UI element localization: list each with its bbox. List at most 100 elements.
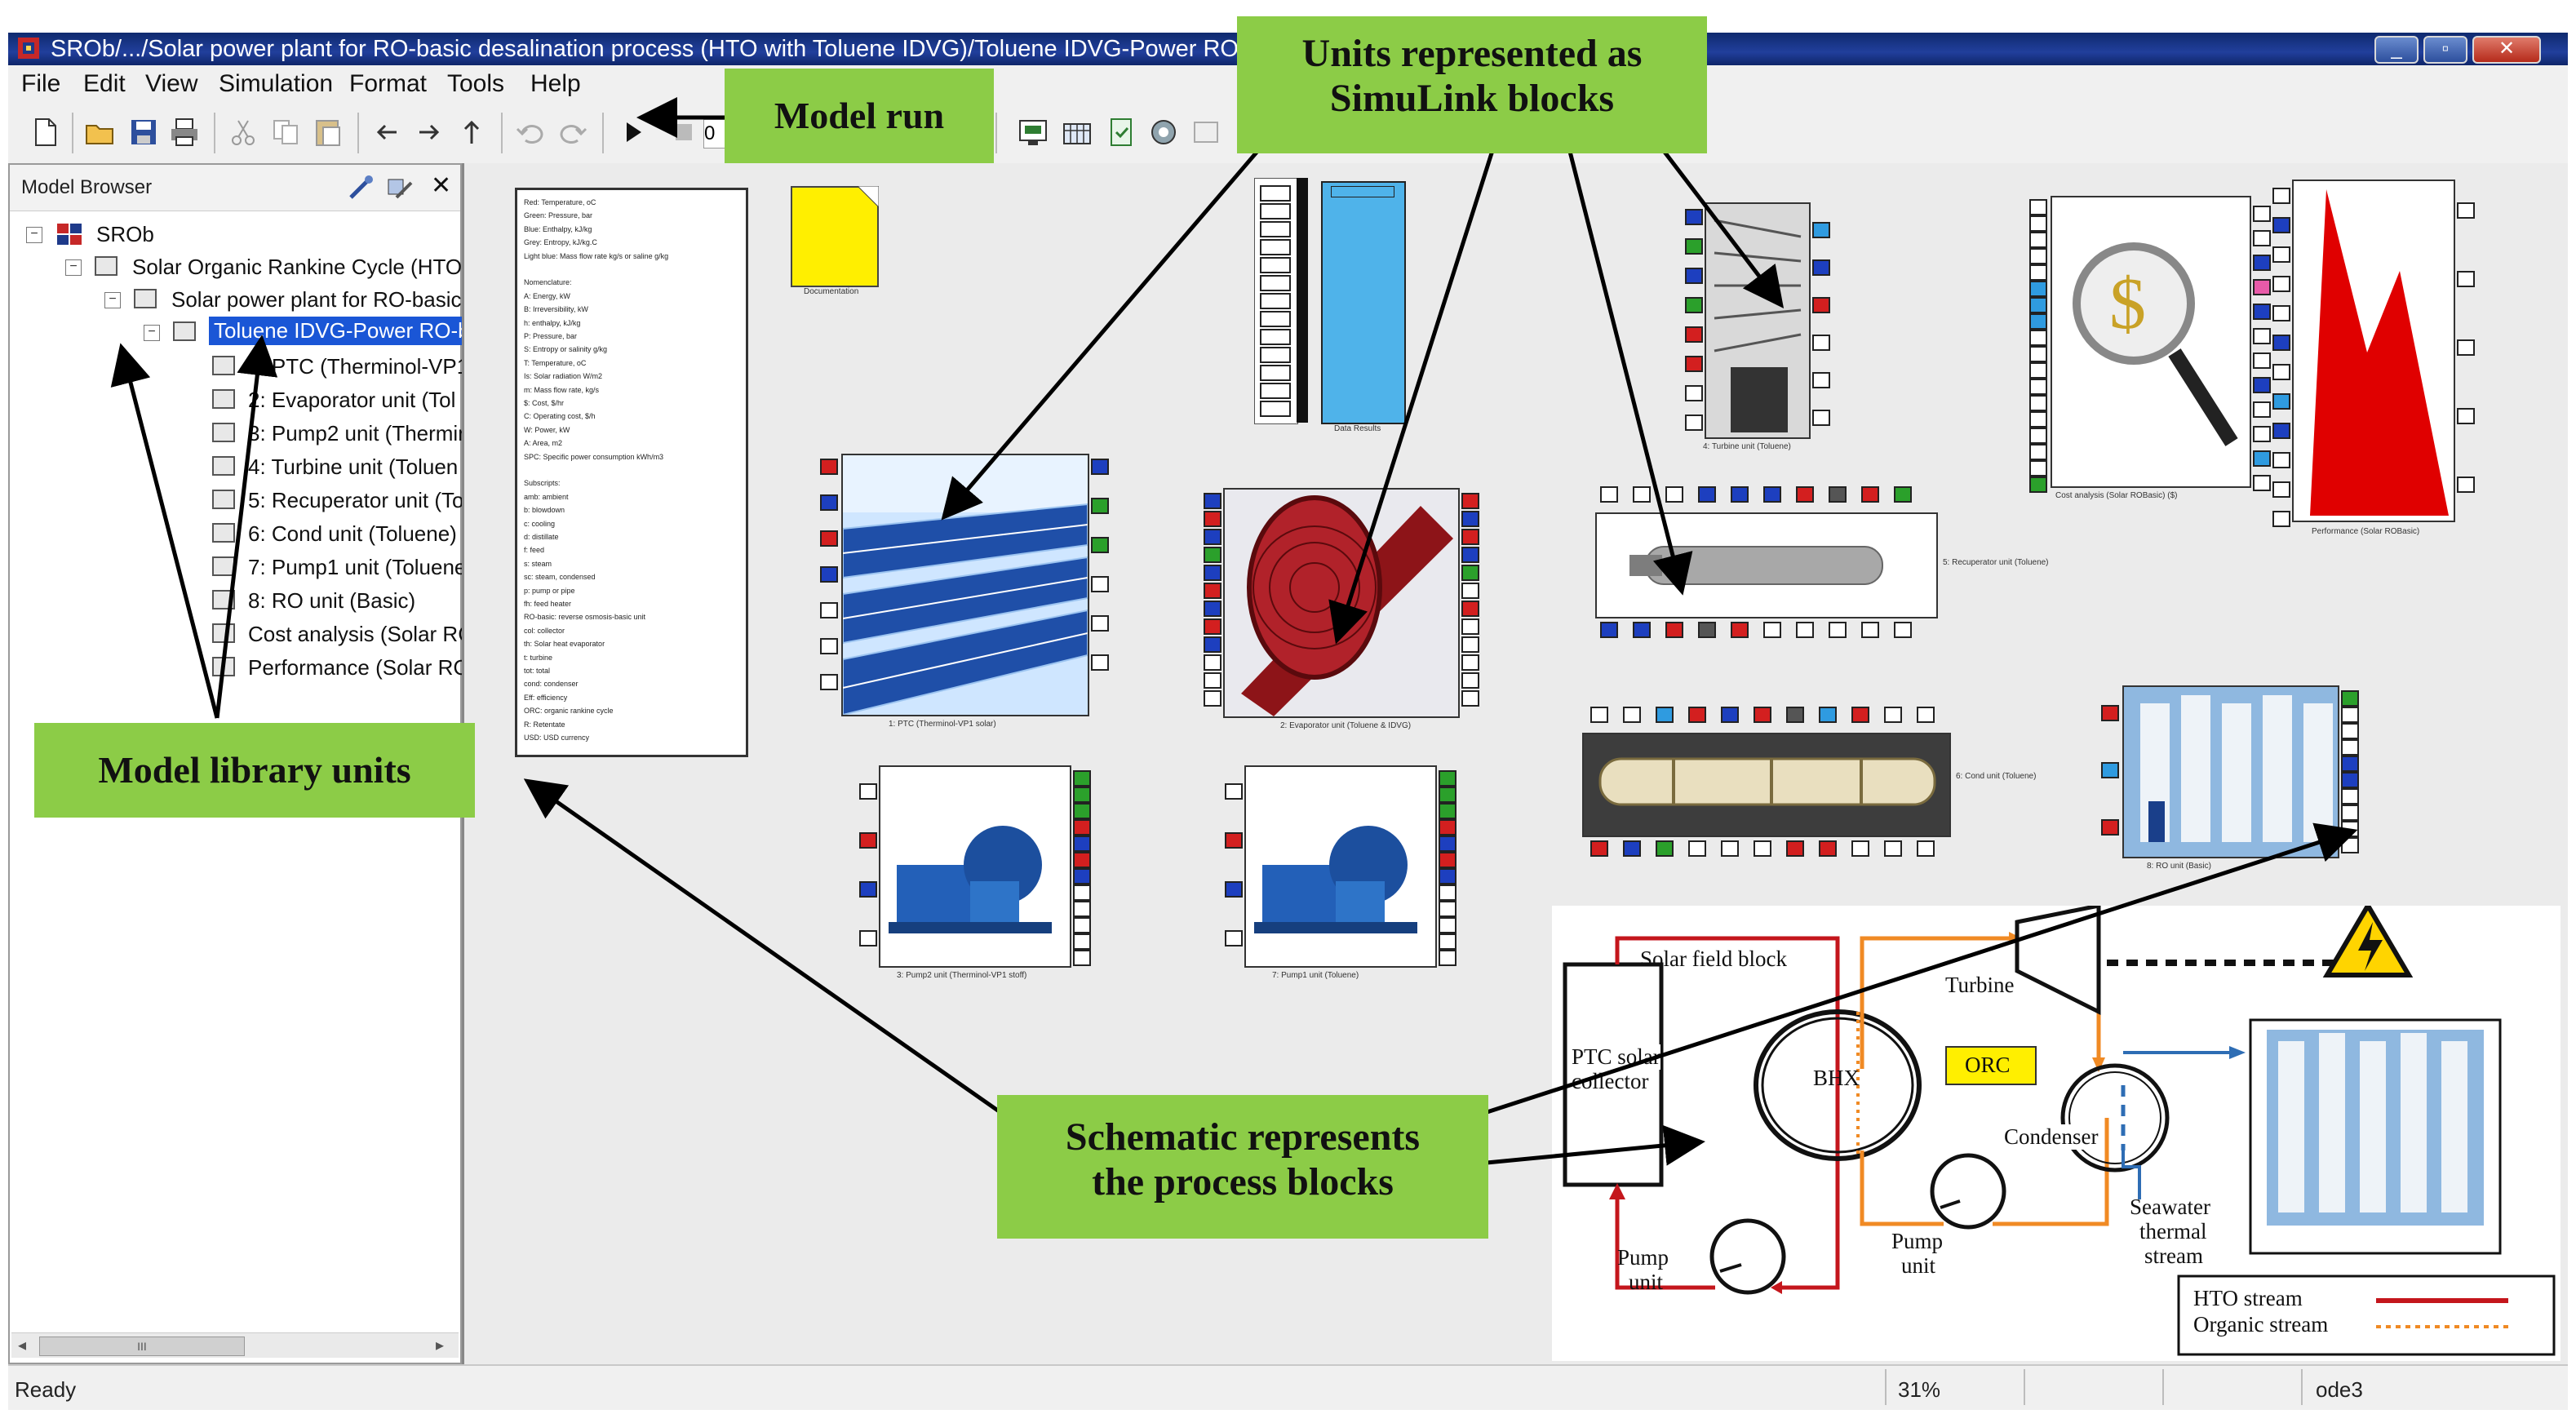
block-port[interactable] xyxy=(2457,408,2475,424)
data-input-port[interactable] xyxy=(1260,203,1291,219)
block-port[interactable] xyxy=(2341,707,2359,723)
block-port[interactable] xyxy=(1685,209,1703,225)
block-port[interactable] xyxy=(820,674,838,690)
tree-item-unit[interactable]: 7: Pump1 unit (Toluene xyxy=(248,555,467,579)
data-input-port[interactable] xyxy=(1260,329,1291,345)
block-port[interactable] xyxy=(1685,356,1703,372)
tree-item-unit[interactable]: 1: PTC (Therminol-VP1 xyxy=(248,354,469,379)
condenser-block[interactable] xyxy=(1582,733,1951,837)
block-port[interactable] xyxy=(1812,372,1830,388)
performance-block[interactable] xyxy=(2292,180,2455,522)
block-port[interactable] xyxy=(1225,783,1243,800)
block-port[interactable] xyxy=(2253,450,2271,467)
block-port[interactable] xyxy=(2029,248,2047,264)
block-port[interactable] xyxy=(1829,486,1847,503)
up-arrow-icon[interactable] xyxy=(455,116,488,149)
block-port[interactable] xyxy=(1461,547,1479,563)
block-port[interactable] xyxy=(2341,805,2359,821)
copy-icon[interactable] xyxy=(269,116,302,149)
debug-icon[interactable] xyxy=(1105,116,1137,149)
menu-format[interactable]: Format xyxy=(349,70,428,97)
block-port[interactable] xyxy=(2272,188,2290,204)
block-port[interactable] xyxy=(2341,739,2359,756)
menu-simulation[interactable]: Simulation xyxy=(219,70,334,97)
block-port[interactable] xyxy=(1461,583,1479,599)
block-port[interactable] xyxy=(820,566,838,583)
data-results-block[interactable] xyxy=(1321,181,1406,424)
block-port[interactable] xyxy=(1439,884,1456,901)
block-port[interactable] xyxy=(1204,618,1221,635)
block-port[interactable] xyxy=(1073,803,1091,819)
block-port[interactable] xyxy=(2029,330,2047,346)
block-port[interactable] xyxy=(1461,529,1479,545)
block-port[interactable] xyxy=(2101,762,2119,778)
block-port[interactable] xyxy=(1439,819,1456,836)
block-port[interactable] xyxy=(1204,583,1221,599)
block-port[interactable] xyxy=(1884,840,1902,857)
block-port[interactable] xyxy=(1656,707,1674,723)
pump2-block[interactable] xyxy=(879,765,1071,968)
recuperator-block[interactable] xyxy=(1595,512,1938,618)
tree-item-unit[interactable]: Performance (Solar RC xyxy=(248,655,469,680)
collapse-root-icon[interactable]: − xyxy=(26,227,42,243)
block-port[interactable] xyxy=(2253,475,2271,491)
block-port[interactable] xyxy=(1633,622,1651,638)
tree-item-unit[interactable]: Cost analysis (Solar RC xyxy=(248,622,473,646)
block-port[interactable] xyxy=(2101,705,2119,721)
block-port[interactable] xyxy=(1600,622,1618,638)
data-input-port[interactable] xyxy=(1260,383,1291,399)
block-port[interactable] xyxy=(2341,788,2359,805)
block-port[interactable] xyxy=(1439,933,1456,950)
block-port[interactable] xyxy=(2272,364,2290,380)
block-port[interactable] xyxy=(1204,565,1221,581)
block-port[interactable] xyxy=(2029,362,2047,379)
block-port[interactable] xyxy=(1439,770,1456,787)
block-port[interactable] xyxy=(820,638,838,654)
block-port[interactable] xyxy=(1204,690,1221,707)
block-port[interactable] xyxy=(2029,411,2047,428)
block-port[interactable] xyxy=(2253,279,2271,295)
block-port[interactable] xyxy=(1461,690,1479,707)
block-port[interactable] xyxy=(1461,565,1479,581)
tree-root-srob[interactable]: SROb xyxy=(96,222,154,246)
block-port[interactable] xyxy=(1786,707,1804,723)
new-file-icon[interactable] xyxy=(29,116,62,149)
block-port[interactable] xyxy=(1698,486,1716,503)
block-port[interactable] xyxy=(2272,305,2290,321)
block-port[interactable] xyxy=(1812,297,1830,313)
block-port[interactable] xyxy=(1225,881,1243,898)
menu-view[interactable]: View xyxy=(145,70,198,97)
show-library-links-icon[interactable] xyxy=(346,173,375,202)
data-input-port[interactable] xyxy=(1260,275,1291,291)
block-port[interactable] xyxy=(1461,636,1479,653)
block-port[interactable] xyxy=(1073,901,1091,917)
close-browser-icon[interactable]: ✕ xyxy=(431,172,452,199)
block-port[interactable] xyxy=(820,459,838,475)
undo-icon[interactable] xyxy=(514,116,547,149)
ptc-solar-block[interactable] xyxy=(841,454,1089,716)
forward-arrow-icon[interactable] xyxy=(413,116,446,149)
block-port[interactable] xyxy=(1225,930,1243,946)
block-port[interactable] xyxy=(2341,821,2359,837)
block-port[interactable] xyxy=(1688,707,1706,723)
block-port[interactable] xyxy=(2029,264,2047,281)
block-port[interactable] xyxy=(1091,576,1109,592)
minimize-button[interactable]: _ xyxy=(2374,36,2419,64)
block-port[interactable] xyxy=(1698,622,1716,638)
scroll-right-icon[interactable]: ▸ xyxy=(436,1337,445,1354)
block-port[interactable] xyxy=(1590,707,1608,723)
block-port[interactable] xyxy=(2029,215,2047,232)
block-port[interactable] xyxy=(2272,246,2290,263)
block-port[interactable] xyxy=(2272,481,2290,498)
block-port[interactable] xyxy=(2101,819,2119,836)
save-icon[interactable] xyxy=(127,116,160,149)
block-port[interactable] xyxy=(2029,313,2047,330)
data-input-port[interactable] xyxy=(1260,401,1291,417)
block-port[interactable] xyxy=(1812,222,1830,238)
block-port[interactable] xyxy=(1439,836,1456,852)
block-port[interactable] xyxy=(1073,917,1091,933)
scroll-left-icon[interactable]: ◂ xyxy=(18,1337,27,1354)
block-port[interactable] xyxy=(1763,622,1781,638)
block-port[interactable] xyxy=(2272,511,2290,527)
show-masked-subsystems-icon[interactable] xyxy=(385,173,415,202)
